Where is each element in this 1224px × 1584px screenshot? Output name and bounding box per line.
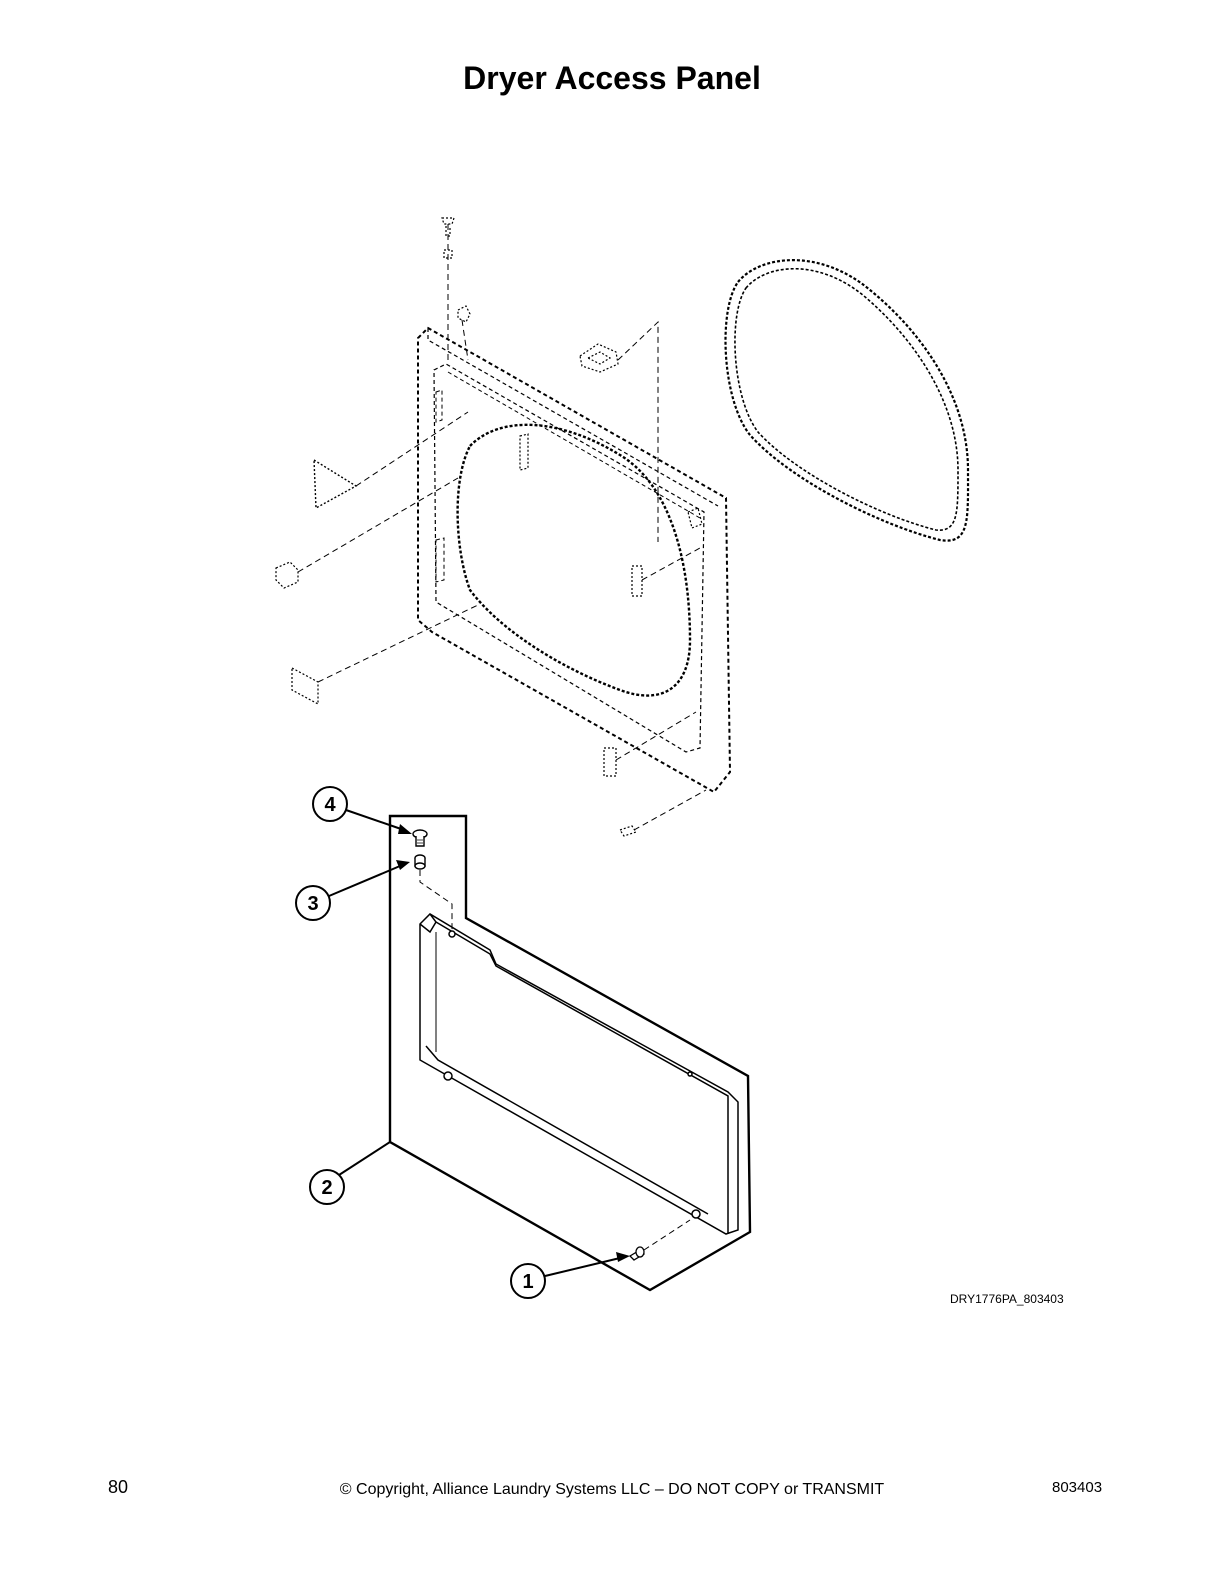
upper-leader-lines bbox=[297, 224, 707, 831]
page-title: Dryer Access Panel bbox=[463, 60, 761, 96]
figure-code: DRY1776PA_803403 bbox=[950, 1292, 1064, 1306]
page-number: 80 bbox=[108, 1477, 129, 1497]
access-panel bbox=[419, 913, 739, 1235]
callout-3: 3 bbox=[295, 860, 410, 921]
cabinet-outline bbox=[388, 814, 752, 1292]
svg-text:4: 4 bbox=[324, 794, 336, 816]
callout-2: 2 bbox=[309, 1141, 391, 1205]
lower-leader-lines bbox=[419, 870, 691, 1251]
svg-text:1: 1 bbox=[522, 1271, 533, 1293]
callout-4: 4 bbox=[312, 786, 412, 834]
door-seal-gasket bbox=[724, 259, 970, 542]
door-opening-outline bbox=[456, 423, 692, 697]
screw-item-4 bbox=[412, 829, 428, 847]
document-number: 803403 bbox=[1052, 1479, 1103, 1496]
screw-item-1 bbox=[628, 1246, 646, 1261]
callout-1: 1 bbox=[510, 1252, 630, 1299]
copyright-notice: © Copyright, Alliance Laundry Systems LL… bbox=[339, 1481, 885, 1498]
reference-hardware bbox=[275, 217, 703, 837]
spacer-item-3 bbox=[414, 854, 426, 870]
svg-text:2: 2 bbox=[321, 1177, 332, 1199]
svg-text:3: 3 bbox=[307, 893, 318, 915]
reference-front-panel-assembly bbox=[417, 326, 732, 794]
